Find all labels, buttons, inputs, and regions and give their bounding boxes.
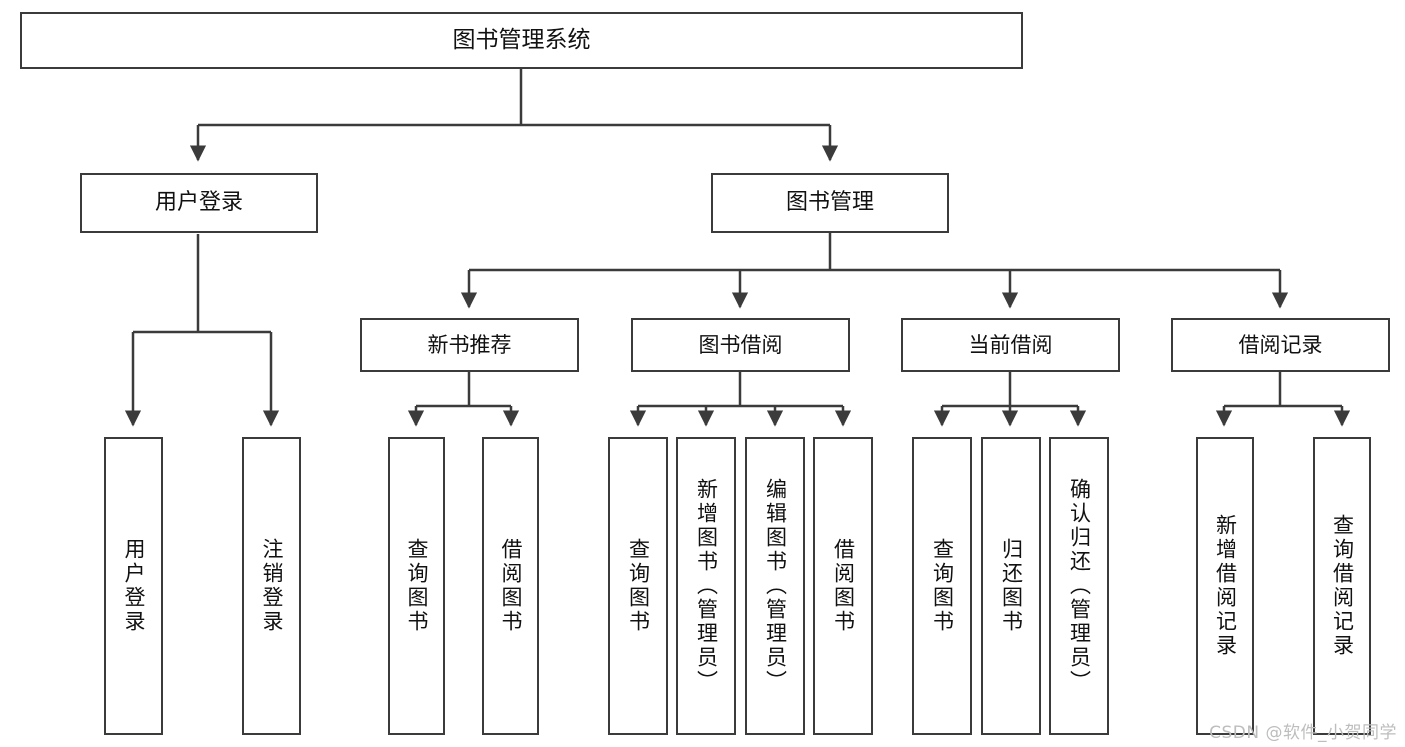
leaf-user-login-label: 用户登录 <box>122 538 146 634</box>
leaf-add-book-label: 新增图书（管理员） <box>694 478 719 694</box>
leaf-query-record-label: 查询借阅记录 <box>1330 514 1355 658</box>
node-book-manage-label: 图书管理 <box>785 190 874 216</box>
leaf-borrow-book-1-label: 借阅图书 <box>499 538 523 634</box>
leaf-user-login[interactable]: 用户登录 <box>104 437 163 735</box>
node-user-login[interactable]: 用户登录 <box>80 173 318 233</box>
leaf-logout-label: 注销登录 <box>260 538 284 634</box>
leaf-confirm-return-label: 确认归还（管理员） <box>1067 478 1092 694</box>
leaf-confirm-return[interactable]: 确认归还（管理员） <box>1049 437 1109 735</box>
node-book-manage[interactable]: 图书管理 <box>711 173 949 233</box>
node-user-login-label: 用户登录 <box>154 190 243 216</box>
node-root-label: 图书管理系统 <box>452 26 591 53</box>
node-new-book-rec[interactable]: 新书推荐 <box>360 318 579 372</box>
node-borrow-record-label: 借阅记录 <box>1238 332 1323 357</box>
node-borrow-record[interactable]: 借阅记录 <box>1171 318 1390 372</box>
node-current-borrow[interactable]: 当前借阅 <box>901 318 1120 372</box>
leaf-borrow-book-2[interactable]: 借阅图书 <box>813 437 873 735</box>
node-new-book-rec-label: 新书推荐 <box>427 332 512 357</box>
leaf-return-book[interactable]: 归还图书 <box>981 437 1041 735</box>
leaf-query-book-2[interactable]: 查询图书 <box>608 437 668 735</box>
node-book-borrow[interactable]: 图书借阅 <box>631 318 850 372</box>
leaf-add-record-label: 新增借阅记录 <box>1213 514 1238 658</box>
leaf-return-book-label: 归还图书 <box>999 538 1024 634</box>
leaf-add-book[interactable]: 新增图书（管理员） <box>676 437 736 735</box>
leaf-query-book-3-label: 查询图书 <box>930 538 955 634</box>
leaf-logout[interactable]: 注销登录 <box>242 437 301 735</box>
leaf-query-book-1-label: 查询图书 <box>405 538 429 634</box>
node-current-borrow-label: 当前借阅 <box>968 332 1053 357</box>
leaf-edit-book-label: 编辑图书（管理员） <box>763 478 788 694</box>
watermark: CSDN @软件_小贺同学 <box>1209 723 1397 743</box>
leaf-edit-book[interactable]: 编辑图书（管理员） <box>745 437 805 735</box>
leaf-borrow-book-2-label: 借阅图书 <box>831 538 856 634</box>
leaf-query-book-3[interactable]: 查询图书 <box>912 437 972 735</box>
leaf-add-record[interactable]: 新增借阅记录 <box>1196 437 1254 735</box>
node-book-borrow-label: 图书借阅 <box>698 332 783 357</box>
leaf-query-book-2-label: 查询图书 <box>626 538 651 634</box>
leaf-query-record[interactable]: 查询借阅记录 <box>1313 437 1371 735</box>
leaf-borrow-book-1[interactable]: 借阅图书 <box>482 437 539 735</box>
leaf-query-book-1[interactable]: 查询图书 <box>388 437 445 735</box>
node-root[interactable]: 图书管理系统 <box>20 12 1023 69</box>
